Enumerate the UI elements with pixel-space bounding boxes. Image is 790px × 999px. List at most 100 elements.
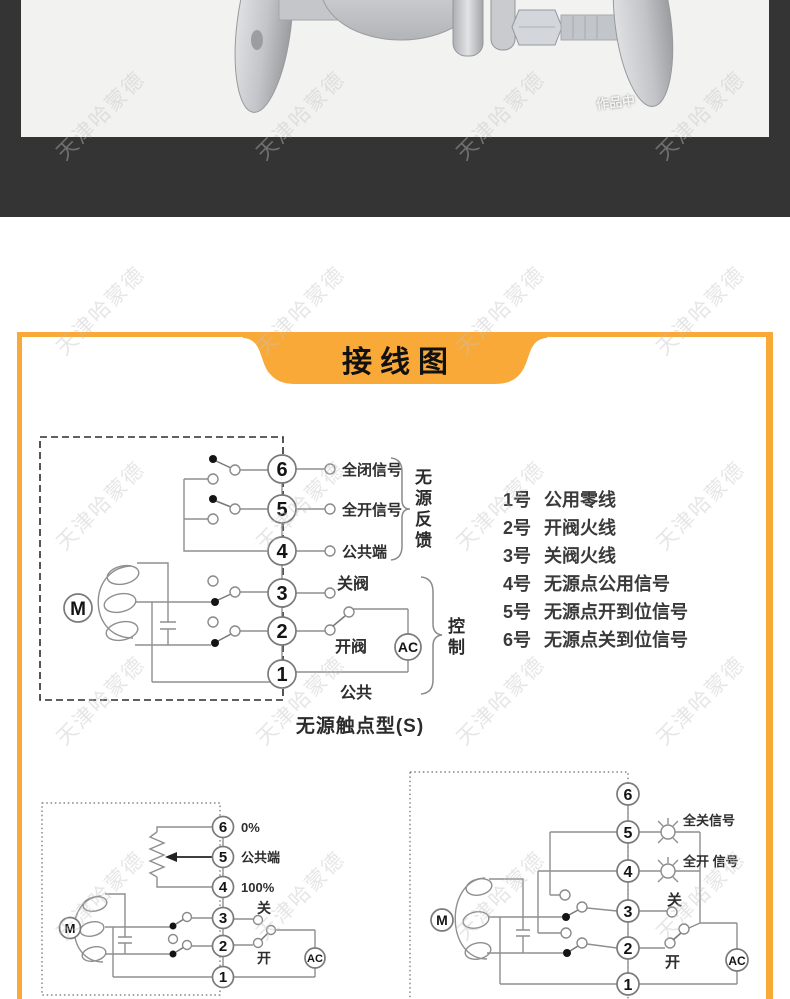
svg-text:1: 1 — [276, 664, 287, 686]
list-item: 5号无源点开到位信号 — [503, 602, 689, 622]
ac-source-icon — [394, 633, 422, 661]
svg-text:1: 1 — [219, 969, 227, 986]
svg-text:M: M — [65, 921, 76, 936]
switch-contacts — [207, 455, 355, 647]
valve-product-photo: 作品中 — [21, 0, 769, 137]
motor-unit: M — [58, 895, 108, 963]
svg-text:100%: 100% — [241, 880, 275, 895]
svg-text:开: 开 — [665, 954, 680, 971]
valve-threaded-rod — [560, 14, 620, 41]
svg-text:6: 6 — [219, 819, 227, 836]
svg-text:2: 2 — [219, 938, 227, 955]
list-item: 4号无源点公用信号 — [503, 574, 671, 594]
svg-text:4: 4 — [219, 879, 228, 896]
valve-body — [322, 0, 480, 41]
svg-text:4: 4 — [276, 541, 288, 563]
svg-text:AC: AC — [728, 954, 746, 968]
valve-hex-nut — [511, 9, 563, 46]
terminal-row: 6 5 4 3 2 1 — [211, 815, 235, 989]
svg-text:5: 5 — [624, 825, 633, 842]
svg-text:AC: AC — [398, 639, 418, 655]
terminal-5 — [267, 494, 297, 524]
lamp-feedback-wiring-diagram: M 6 5 4 3 2 1 AC — [409, 771, 749, 999]
valve-illustration — [234, 0, 674, 113]
terminal-6 — [616, 782, 640, 806]
terminal-6 — [267, 454, 297, 484]
svg-text:公共端: 公共端 — [342, 543, 387, 561]
terminal-3 — [616, 899, 640, 923]
enclosure-dotted-border — [409, 771, 629, 999]
svg-text:5: 5 — [219, 849, 227, 866]
list-item: 1号公用零线 — [503, 490, 617, 510]
actuator-enclosure-dashed-border — [39, 436, 284, 701]
potentiometer-icon — [148, 831, 166, 878]
arrowhead — [165, 852, 177, 862]
svg-text:开: 开 — [257, 950, 271, 966]
list-item: 6号无源点关到位信号 — [503, 630, 689, 650]
svg-text:6: 6 — [624, 787, 633, 804]
terminal-1 — [211, 965, 235, 989]
svg-text:0%: 0% — [241, 820, 260, 835]
svg-text:开阀: 开阀 — [335, 637, 367, 656]
flange-bolt-hole — [251, 30, 263, 50]
ac-source-icon — [304, 947, 326, 969]
motor-icon — [63, 593, 93, 623]
terminal-2 — [211, 934, 235, 958]
svg-text:关: 关 — [667, 891, 682, 909]
list-item: 3号关阀火线 — [503, 546, 617, 566]
terminal-4 — [267, 536, 297, 566]
terminal-row: 6 5 4 3 2 1 — [616, 782, 640, 996]
motor-icon — [430, 908, 454, 932]
terminal-description-list: 1号公用零线 2号开阀火线 3号关阀火线 4号无源点公用信号 5号无源点开到位信… — [503, 486, 688, 654]
terminal-3 — [267, 578, 297, 608]
terminal-labels: 全闭信号 全开信号 公共端 关阀 开阀 公共 — [335, 461, 402, 702]
ac-source-icon — [725, 948, 749, 972]
svg-text:2: 2 — [624, 941, 633, 958]
svg-text:M: M — [436, 912, 448, 928]
control-brace — [420, 576, 443, 695]
svg-text:5: 5 — [276, 499, 287, 521]
terminal-2 — [616, 936, 640, 960]
switch-contacts — [559, 889, 690, 957]
svg-text:3: 3 — [624, 904, 633, 921]
terminal-6 — [211, 815, 235, 839]
terminal-4 — [616, 859, 640, 883]
switch-contacts — [167, 911, 277, 958]
capacitor-icon — [516, 929, 530, 937]
terminal-1 — [267, 659, 297, 689]
capacitor-icon — [118, 936, 132, 944]
svg-text:2: 2 — [276, 621, 287, 643]
terminal-1 — [616, 972, 640, 996]
section-title: 接线图 — [342, 346, 456, 379]
banner-ribbon-shape — [243, 332, 547, 384]
photo-watermark-fragment: 作品中 — [595, 92, 636, 112]
svg-text:公共端: 公共端 — [241, 850, 280, 865]
terminal-labels: 0% 公共端 100% 关 开 — [241, 820, 280, 966]
svg-text:关阀: 关阀 — [337, 574, 369, 593]
svg-text:4: 4 — [624, 864, 633, 881]
terminal-row: 6 5 4 3 2 1 — [267, 454, 297, 689]
svg-text:AC: AC — [307, 953, 323, 965]
terminal-labels: 全关信号 全开 信号 关 开 — [665, 813, 739, 971]
lamp-icon — [657, 857, 679, 883]
enclosure-dotted-border — [41, 802, 221, 996]
control-label: 控制 — [445, 617, 464, 659]
diagram-caption: 无源触点型(S) — [295, 716, 425, 737]
svg-text:全闭信号: 全闭信号 — [341, 461, 402, 479]
terminal-5 — [211, 845, 235, 869]
main-wiring-diagram: M 6 5 4 3 2 — [39, 436, 443, 702]
svg-text:全关信号: 全关信号 — [682, 813, 735, 828]
svg-text:3: 3 — [276, 583, 287, 605]
svg-text:M: M — [70, 599, 86, 620]
valve-washer-stack — [452, 0, 516, 57]
valve-right-flange — [612, 0, 674, 107]
list-item: 2号开阀火线 — [503, 518, 617, 538]
svg-text:关: 关 — [257, 900, 271, 916]
motor-unit: M — [63, 564, 140, 642]
potentiometer-wiring-diagram: M 6 5 4 3 2 1 AC 0% — [41, 802, 326, 996]
wiper-arrow — [165, 852, 213, 862]
terminal-4 — [211, 875, 235, 899]
terminal-2 — [267, 616, 297, 646]
valve-left-flange — [234, 0, 294, 113]
